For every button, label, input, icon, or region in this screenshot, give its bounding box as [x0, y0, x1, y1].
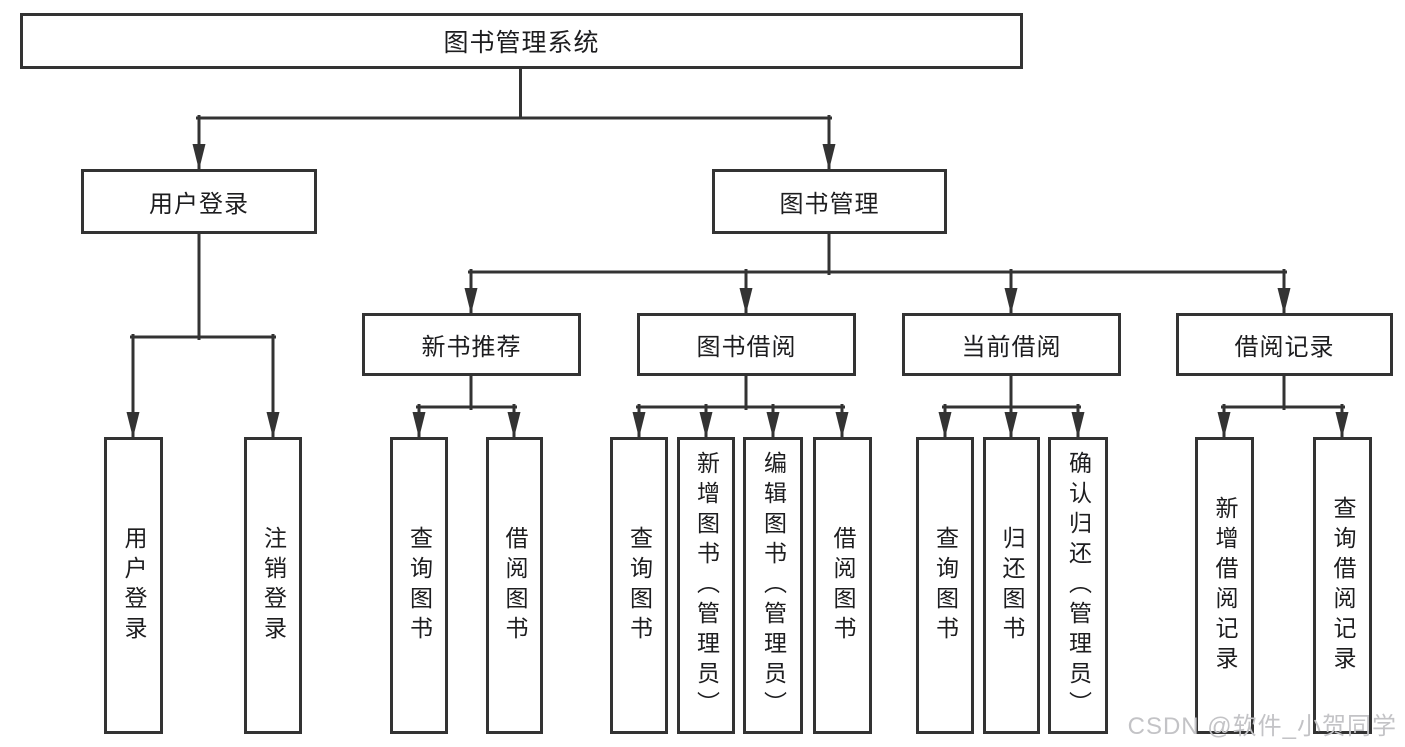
leaf-return-book-label: 归还图书	[999, 525, 1025, 646]
leaf-query-book-under-current-label: 查询图书	[932, 525, 959, 646]
leaf-query-borrow-record-label: 查询借阅记录	[1330, 495, 1356, 676]
watermark: CSDN @软件_小贺同学	[1127, 713, 1397, 740]
new-book-recommend-connectors	[412, 374, 521, 439]
leaf-add-borrow-record: 新增借阅记录	[1195, 437, 1254, 734]
leaf-query-book-under-recommend: 查询图书	[390, 437, 448, 734]
leaf-confirm-return-admin: 确认归还（管理员）	[1048, 437, 1108, 734]
leaf-query-book-under-borrow: 查询图书	[610, 437, 668, 734]
leaf-query-book-under-current: 查询图书	[916, 437, 974, 734]
node-borrow-records: 借阅记录	[1176, 313, 1393, 376]
node-book-borrow: 图书借阅	[637, 313, 856, 376]
leaf-user-login-label: 用户登录	[121, 525, 147, 646]
leaf-edit-book-admin-label: 编辑图书（管理员）	[760, 450, 787, 721]
leaf-logout-login-label: 注销登录	[260, 525, 287, 646]
leaf-add-book-admin: 新增图书（管理员）	[677, 437, 735, 734]
node-current-borrow: 当前借阅	[902, 313, 1121, 376]
leaf-confirm-return-admin-label: 确认归还（管理员）	[1065, 450, 1092, 721]
node-book-mgmt: 图书管理	[712, 169, 947, 234]
leaf-borrow-book-under-borrow: 借阅图书	[813, 437, 872, 734]
leaf-logout-login: 注销登录	[244, 437, 302, 734]
user-login-connectors	[126, 232, 280, 439]
leaf-query-book-under-recommend-label: 查询图书	[406, 525, 433, 646]
node-user-login: 用户登录	[81, 169, 317, 234]
root-to-level2-connectors	[192, 67, 836, 171]
leaf-add-borrow-record-label: 新增借阅记录	[1212, 495, 1238, 676]
current-borrow-connectors	[938, 374, 1085, 439]
borrow-records-connectors	[1217, 374, 1349, 439]
leaf-borrow-book-under-recommend: 借阅图书	[486, 437, 543, 734]
leaf-user-login: 用户登录	[104, 437, 163, 734]
leaf-borrow-book-under-recommend-label: 借阅图书	[502, 525, 528, 646]
leaf-borrow-book-under-borrow-label: 借阅图书	[830, 525, 856, 646]
node-root: 图书管理系统	[20, 13, 1023, 69]
node-new-book-recommend: 新书推荐	[362, 313, 581, 376]
leaf-edit-book-admin: 编辑图书（管理员）	[743, 437, 803, 734]
book-borrow-connectors	[632, 374, 849, 439]
leaf-add-book-admin-label: 新增图书（管理员）	[693, 450, 720, 721]
leaf-query-borrow-record: 查询借阅记录	[1313, 437, 1372, 734]
book-mgmt-connectors	[464, 232, 1291, 315]
leaf-query-book-under-borrow-label: 查询图书	[626, 525, 653, 646]
leaf-return-book: 归还图书	[983, 437, 1040, 734]
